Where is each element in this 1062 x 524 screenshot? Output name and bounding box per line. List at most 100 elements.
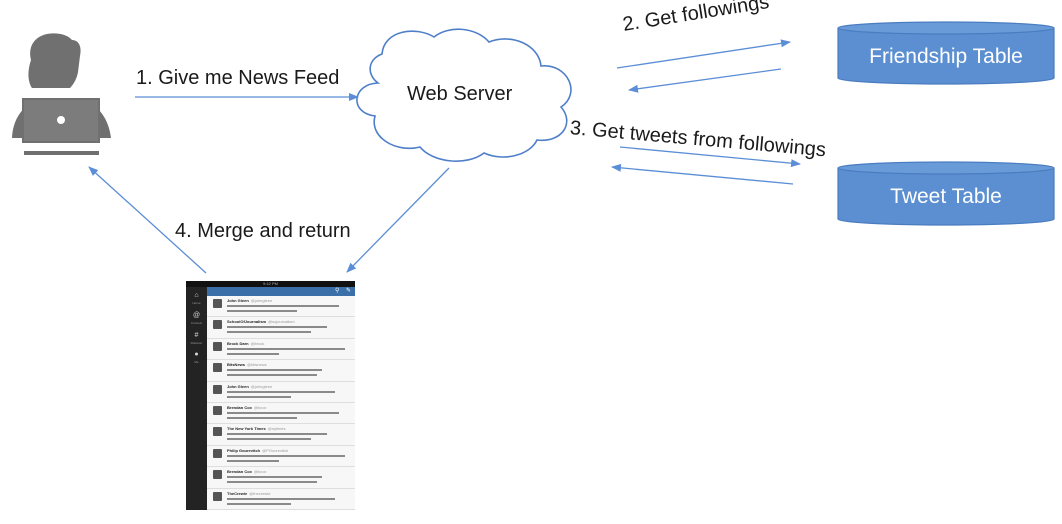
tweet-author: John Gleen@johngleen — [227, 298, 272, 303]
tweet-author-name: John Gleen — [227, 298, 249, 303]
tweet-row[interactable]: Brock Darn@brock — [207, 339, 355, 361]
rail-label-home: Home — [192, 301, 201, 305]
me-icon: ● — [194, 351, 199, 358]
tweet-author-name: TheCrewie — [227, 490, 248, 496]
tweet-text-line — [227, 433, 327, 436]
arrow-server-to-phone — [346, 167, 450, 273]
tweet-text-line — [227, 352, 279, 355]
tweet-author-handle: @johngleen — [250, 298, 273, 303]
tweet-row[interactable]: The New York Times@nytimes — [207, 424, 355, 446]
tweet-author: The New York Times@nytimes — [227, 426, 286, 431]
search-icon: ⚲ — [335, 288, 340, 294]
tweet-author: Brock Darn@brock — [227, 341, 264, 346]
news-feed-screenshot: 9:42 PM ⌂ Home @ Connect # Discover ● Me… — [186, 281, 355, 510]
tweet-author-handle: @PGourevitch — [262, 447, 289, 453]
tweet-author-name: The New York Times — [227, 426, 266, 432]
avatar[interactable] — [213, 448, 222, 458]
tweet-text-line — [227, 481, 317, 484]
web-server-cloud — [356, 28, 572, 162]
tweet-text-line — [227, 417, 297, 419]
compose-icon: ✎ — [346, 288, 352, 294]
tweet-row[interactable]: John Gleen@johngleen — [207, 382, 355, 403]
tweet-row[interactable]: Brendan Cox@bcox — [207, 467, 355, 489]
home-icon: ⌂ — [194, 292, 199, 299]
tweet-text-line — [227, 497, 335, 500]
tweet-text-line — [227, 347, 345, 350]
tweet-author: Philip Gourevitch@PGourevitch — [227, 448, 288, 453]
tweet-text-line — [227, 331, 311, 334]
friendship-table-label: Friendship Table — [869, 45, 1023, 68]
tweet-author: Brendan Cox@bcox — [227, 469, 266, 474]
tweet-author-handle: @nytimes — [267, 426, 286, 432]
tweet-author: Brendan Cox@bcox — [227, 405, 266, 410]
discover-icon: # — [194, 332, 199, 339]
rail-label-discover: Discover — [190, 341, 203, 345]
tweet-author: TheCrewie@thecrewie — [227, 491, 270, 496]
avatar[interactable] — [213, 299, 222, 308]
tweet-text-line — [227, 412, 339, 414]
app-side-rail: ⌂ Home @ Connect # Discover ● Me — [186, 287, 207, 510]
avatar[interactable] — [213, 491, 222, 501]
connect-icon: @ — [192, 312, 201, 319]
tweet-author-handle: @sojournalism — [268, 319, 295, 325]
tweet-text-line — [227, 395, 291, 398]
device-status-bar: 9:42 PM — [186, 281, 355, 287]
tweet-author: BitsNews@bitsnews — [227, 362, 267, 367]
friendship-table-database — [837, 21, 1055, 85]
tweet-row[interactable]: TheCrewie@thecrewie — [207, 489, 355, 510]
user-with-laptop-icon — [12, 33, 111, 155]
tweet-author-name: SchoolOfJournalism — [227, 319, 267, 325]
step1-label: 1. Give me News Feed — [136, 67, 340, 89]
tweet-text-line — [227, 374, 317, 377]
avatar[interactable] — [213, 427, 222, 437]
avatar[interactable] — [213, 363, 222, 373]
tweet-author-handle: @bitsnews — [247, 362, 267, 368]
rail-label-connect: Connect — [190, 321, 203, 325]
tweet-author: SchoolOfJournalism@sojournalism — [227, 319, 295, 324]
tweet-author-name: BitsNews — [227, 362, 246, 368]
tweet-text-line — [227, 502, 291, 505]
tweet-text-line — [227, 326, 327, 329]
tweet-row[interactable]: BitsNews@bitsnews — [207, 360, 355, 382]
arrow-step2-request — [616, 39, 791, 69]
tweet-author-handle: @brock — [250, 340, 265, 346]
rail-label-me: Me — [194, 360, 199, 364]
avatar[interactable] — [213, 320, 222, 330]
tweet-text-line — [227, 476, 322, 479]
tweet-table-label: Tweet Table — [890, 185, 1002, 208]
avatar[interactable] — [213, 406, 222, 415]
tweet-author-name: Philip Gourevitch — [227, 447, 261, 453]
arrow-step4-return — [88, 166, 207, 274]
avatar[interactable] — [213, 384, 222, 394]
step4-label: 4. Merge and return — [175, 220, 351, 242]
tweet-author: John Gleen@johngleen — [227, 384, 272, 389]
avatar[interactable] — [213, 341, 222, 351]
tweet-text-line — [227, 438, 311, 441]
tweet-row[interactable]: SchoolOfJournalism@sojournalism — [207, 317, 355, 339]
tweet-text-line — [227, 369, 322, 372]
web-server-label: Web Server — [407, 83, 513, 105]
tweet-author-name: Brendan Cox — [227, 405, 252, 410]
tweet-author-handle: @johngleen — [250, 383, 273, 389]
tweet-row[interactable]: Brendan Cox@bcox — [207, 403, 355, 425]
tweet-text-line — [227, 390, 335, 393]
tweet-author-name: Brendan Cox — [227, 469, 252, 475]
tweet-table-database — [837, 161, 1055, 226]
tweet-row[interactable]: John Gleen@johngleen — [207, 296, 355, 318]
tweet-text-line — [227, 459, 279, 462]
arrow-step3-response — [611, 163, 794, 185]
tweet-author-name: John Gleen — [227, 383, 249, 389]
tweet-row[interactable]: Philip Gourevitch@PGourevitch — [207, 446, 355, 468]
tweet-text-line — [227, 310, 297, 312]
arrow-step2-response — [628, 68, 782, 93]
timeline-header-bar: ⚲ ✎ — [207, 287, 355, 296]
tweet-author-handle: @bcox — [253, 469, 267, 475]
tweet-author-name: Brock Darn — [227, 340, 249, 346]
tweet-author-handle: @bcox — [253, 405, 267, 410]
tweet-author-handle: @thecrewie — [249, 490, 271, 496]
arrow-step3-request — [619, 146, 801, 168]
avatar[interactable] — [213, 470, 222, 480]
tweet-text-line — [227, 454, 345, 457]
